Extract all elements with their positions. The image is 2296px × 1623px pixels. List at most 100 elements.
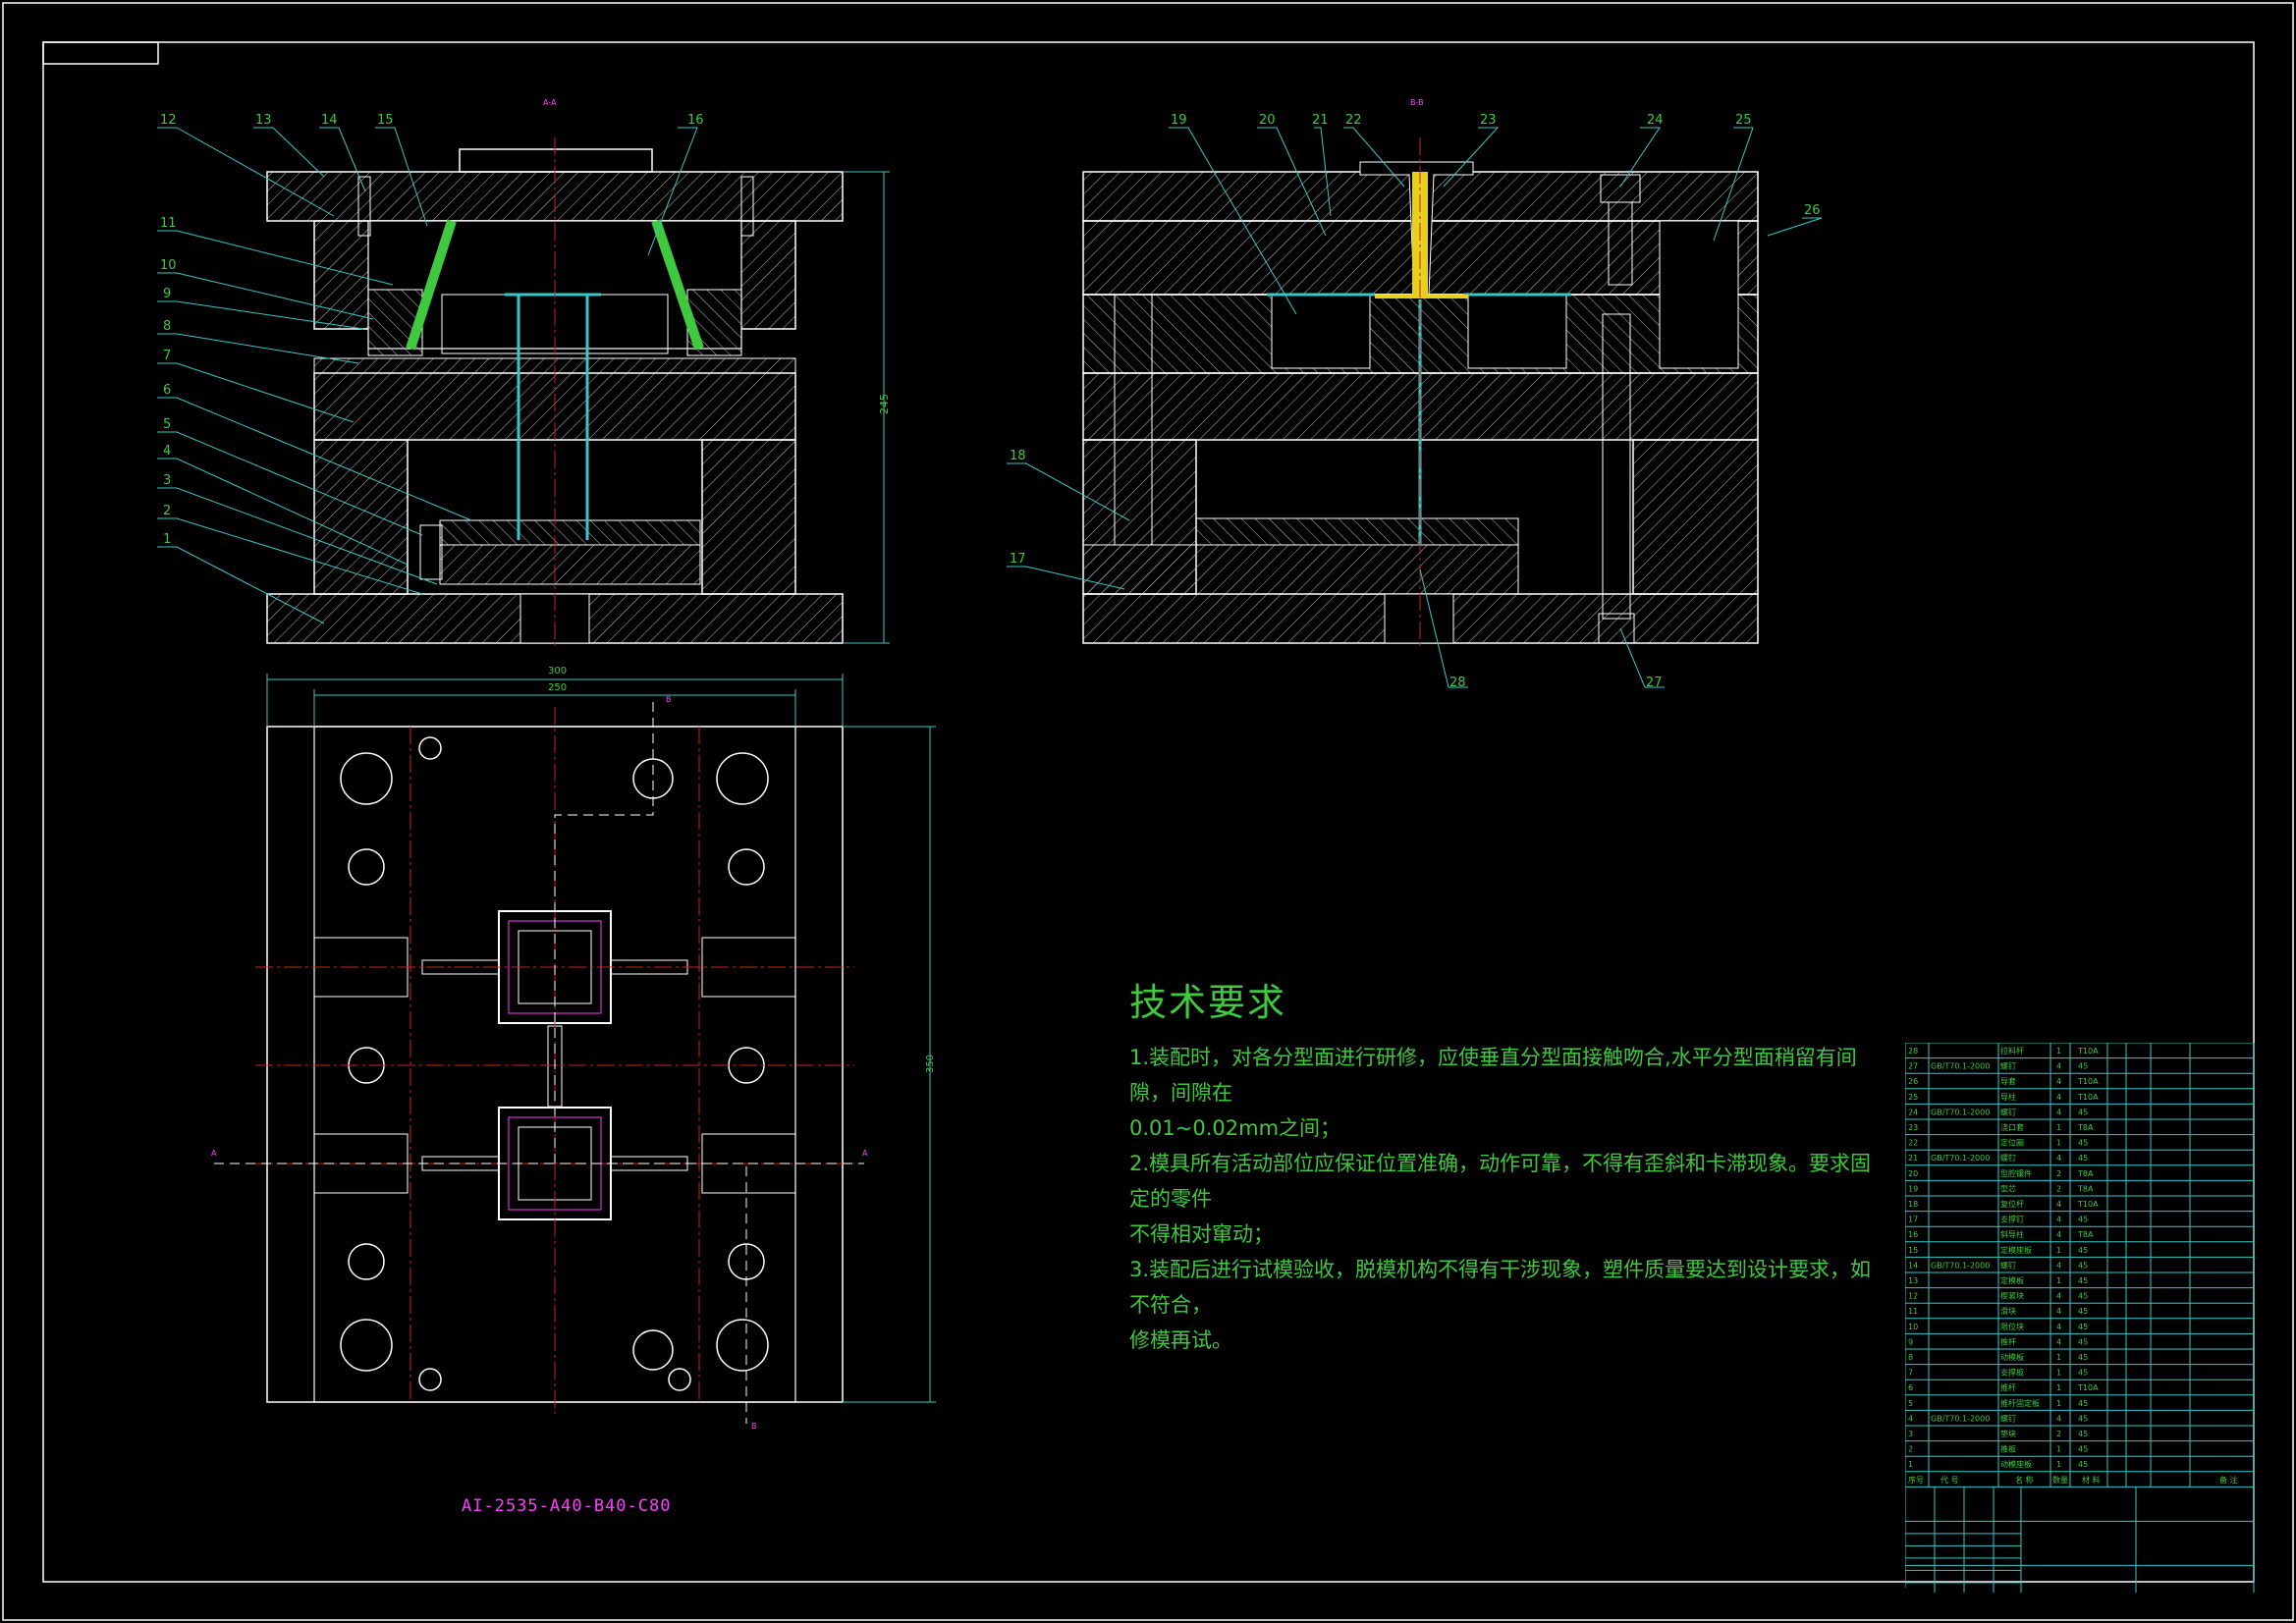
bom-cell-material: T8A xyxy=(2077,1230,2094,1239)
bom-cell-qty: 4 xyxy=(2056,1230,2061,1239)
section-label: B-B xyxy=(1410,98,1424,107)
bom-cell-index: 13 xyxy=(1908,1276,1918,1285)
bom-cell-name: 螺钉 xyxy=(2000,1413,2016,1423)
balloon: 6 xyxy=(163,383,172,398)
bom-cell-name: 型芯 xyxy=(2000,1183,2016,1193)
dimension-width-outer: 300 xyxy=(548,666,568,676)
bom-cell-name: 垫块 xyxy=(2000,1429,2016,1438)
bom-cell-material: T10A xyxy=(2077,1077,2099,1086)
bom-cell-code: GB/T70.1-2000 xyxy=(1931,1261,1990,1270)
bom-cell-qty: 2 xyxy=(2056,1169,2061,1178)
bom-cell-material: 45 xyxy=(2078,1246,2088,1255)
bom-cell-name: 斜导柱 xyxy=(2000,1229,2024,1239)
bom-cell-material: 45 xyxy=(2078,1216,2088,1224)
bom-cell-qty: 4 xyxy=(2056,1337,2061,1346)
bom-cell-name: 螺钉 xyxy=(2000,1107,2016,1116)
bom-cell-name: 导柱 xyxy=(2000,1092,2016,1102)
requirement-line: 1.装配时，对各分型面进行研修，应使垂直分型面接触吻合,水平分型面稍留有间隙，间… xyxy=(1129,1046,1857,1105)
bom-cell-name: 定位圈 xyxy=(2000,1138,2024,1148)
bom-cell-index: 8 xyxy=(1908,1353,1913,1362)
bom-cell-material: T10A xyxy=(2077,1383,2099,1392)
bom-cell-index: 4 xyxy=(1908,1414,1913,1423)
bom-cell-name: 推杆 xyxy=(2000,1336,2016,1346)
bom-cell-material: 45 xyxy=(2078,1445,2088,1454)
bom-cell-index: 15 xyxy=(1908,1246,1918,1255)
bom-cell-index: 26 xyxy=(1908,1077,1918,1086)
bom-cell-qty: 1 xyxy=(2056,1460,2061,1469)
balloon: 17 xyxy=(1010,552,1026,567)
bom-cell-name: 动模板 xyxy=(2000,1352,2024,1362)
balloon: 3 xyxy=(163,473,172,488)
bom-cell-material: 45 xyxy=(2078,1399,2088,1408)
technical-requirements: 技术要求 1.装配时，对各分型面进行研修，应使垂直分型面接触吻合,水平分型面稍留… xyxy=(1129,972,1876,1358)
balloon: 16 xyxy=(687,113,704,128)
section-marker: B xyxy=(751,1422,757,1431)
section-marker: A xyxy=(862,1149,868,1158)
bom-header-cell: 代 号 xyxy=(1941,1475,1959,1485)
bom-cell-qty: 1 xyxy=(2056,1139,2061,1148)
balloon: 13 xyxy=(255,113,272,128)
bom-cell-qty: 1 xyxy=(2056,1246,2061,1255)
bom-cell-material: 45 xyxy=(2078,1369,2088,1378)
bom-cell-material: 45 xyxy=(2078,1337,2088,1346)
balloon: 2 xyxy=(163,504,172,518)
bom-cell-index: 17 xyxy=(1908,1216,1918,1224)
dimension-height: 245 xyxy=(878,394,891,414)
balloon: 11 xyxy=(160,216,177,231)
balloon: 28 xyxy=(1449,676,1466,690)
bom-cell-index: 7 xyxy=(1908,1369,1913,1378)
bom-cell-name: 推杆 xyxy=(2000,1382,2016,1392)
requirement-line: 2.模具所有活动部位应保证位置准确，动作可靠，不得有歪斜和卡滞现象。要求固定的零… xyxy=(1129,1152,1872,1211)
bom-cell-qty: 4 xyxy=(2056,1323,2061,1331)
bom-cell-name: 动模座板 xyxy=(2000,1459,2032,1469)
bom-cell-qty: 4 xyxy=(2056,1216,2061,1224)
balloon: 25 xyxy=(1735,113,1752,128)
bom-cell-name: 定模板 xyxy=(2000,1275,2024,1285)
bom-cell-qty: 4 xyxy=(2056,1062,2061,1071)
dimension-width-inner: 250 xyxy=(548,682,568,693)
balloon: 9 xyxy=(163,287,172,301)
requirement-line: 修模再试。 xyxy=(1129,1328,1232,1352)
bom-cell-name: 推板 xyxy=(2000,1444,2016,1454)
bom-header-cell: 数量 xyxy=(2052,1475,2068,1485)
bom-cell-material: T8A xyxy=(2077,1123,2094,1132)
bom-cell-material: T8A xyxy=(2077,1184,2094,1193)
top-plan-view xyxy=(214,674,936,1424)
bom-cell-material: 45 xyxy=(2078,1460,2088,1469)
bom-cell-index: 5 xyxy=(1908,1399,1913,1408)
balloon: 26 xyxy=(1804,203,1821,218)
bom-cell-qty: 1 xyxy=(2056,1445,2061,1454)
balloon: 12 xyxy=(160,113,177,128)
bom-cell-name: 导套 xyxy=(2000,1076,2016,1086)
section-label: A-A xyxy=(543,98,557,107)
balloon: 23 xyxy=(1480,113,1497,128)
bom-cell-material: 45 xyxy=(2078,1261,2088,1270)
bom-cell-index: 24 xyxy=(1908,1108,1918,1116)
bom-cell-index: 27 xyxy=(1908,1062,1918,1071)
bom-cell-name: 支撑板 xyxy=(2000,1368,2024,1378)
balloon: 20 xyxy=(1259,113,1276,128)
bom-cell-material: 45 xyxy=(2078,1276,2088,1285)
bom-cell-name: 定模座板 xyxy=(2000,1245,2032,1255)
section-marker: A xyxy=(211,1149,217,1158)
bom-cell-code: GB/T70.1-2000 xyxy=(1931,1108,1990,1116)
bom-cell-index: 25 xyxy=(1908,1093,1918,1102)
balloon: 15 xyxy=(377,113,394,128)
requirement-line: 3.装配后进行试模验收，脱模机构不得有干涉现象，塑件质量要达到设计要求，如不符合… xyxy=(1129,1258,1872,1317)
balloon: 27 xyxy=(1646,676,1663,690)
bom-cell-code: GB/T70.1-2000 xyxy=(1931,1154,1990,1163)
balloon: 7 xyxy=(163,349,172,363)
bom-cell-index: 20 xyxy=(1908,1169,1918,1178)
bom-cell-name: 滑块 xyxy=(2000,1306,2016,1316)
bom-cell-qty: 2 xyxy=(2056,1430,2061,1438)
balloon: 18 xyxy=(1010,449,1026,463)
bom-cell-material: 45 xyxy=(2078,1108,2088,1116)
balloon: 22 xyxy=(1345,113,1362,128)
bom-cell-name: 楔紧块 xyxy=(2000,1291,2024,1301)
bom-header-cell: 名 称 xyxy=(2015,1475,2034,1485)
bom-header-cell: 备 注 xyxy=(2219,1475,2238,1485)
bom-cell-index: 14 xyxy=(1908,1261,1918,1270)
